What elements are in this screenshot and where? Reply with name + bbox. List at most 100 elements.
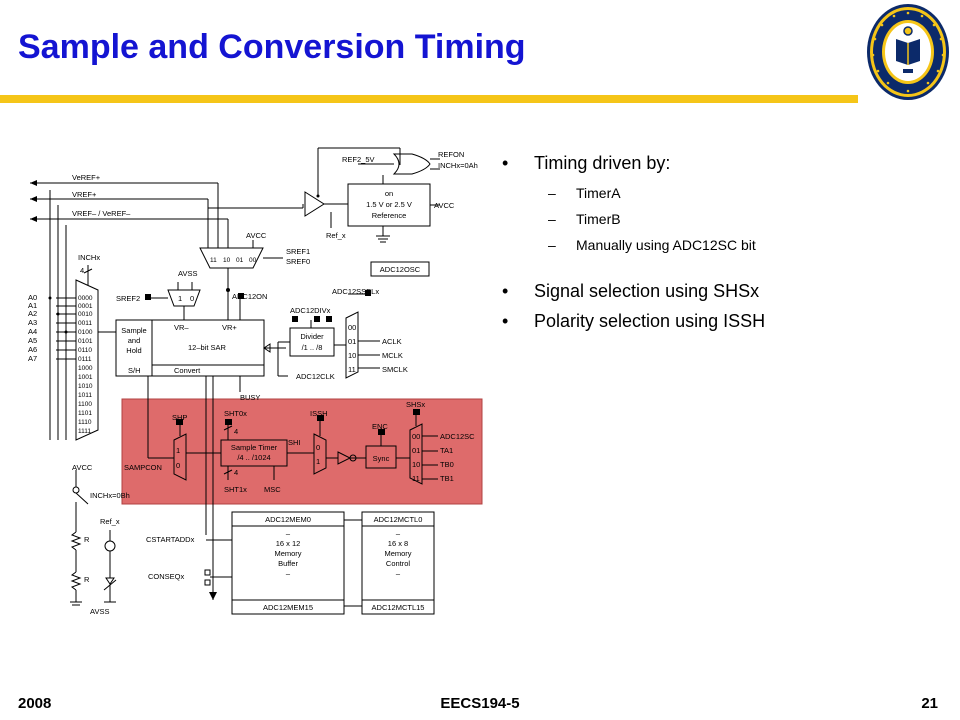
mux-code: 1001 xyxy=(78,374,93,381)
sref2-mux-code: 0 xyxy=(190,294,194,303)
inv-mux-code: 0 xyxy=(316,443,320,452)
sht0x-label: SHT0x xyxy=(224,409,247,418)
convert-label: Convert xyxy=(174,366,201,375)
sar-label: 12–bit SAR xyxy=(188,343,227,352)
bullet-text: Signal selection using SHSx xyxy=(534,281,760,301)
vref-plus-label: VREF+ xyxy=(72,190,97,199)
memory-dash: – xyxy=(286,529,291,538)
mclk-label: MCLK xyxy=(382,351,403,360)
adc12on-label: ADC12ON xyxy=(232,292,267,301)
channel-label: A3 xyxy=(28,318,37,327)
shs-source-label: ADC12SC xyxy=(440,432,475,441)
resistor-label: R xyxy=(84,535,90,544)
channel-label: A0 xyxy=(28,293,37,302)
mux-code: 0100 xyxy=(78,329,93,336)
mux-code: 0001 xyxy=(78,303,93,310)
mux-code: 0111 xyxy=(78,356,92,363)
avcc-label: AVCC xyxy=(72,463,93,472)
sync-label: Sync xyxy=(373,454,390,463)
vr-plus-label: VR+ xyxy=(222,323,237,332)
avss-label: AVSS xyxy=(90,607,109,616)
sub-bullet-item: – Manually using ADC12SC bit xyxy=(502,232,952,258)
channel-label: A1 xyxy=(28,301,37,310)
memory-dash: – xyxy=(396,569,401,578)
channel-label: A2 xyxy=(28,309,37,318)
ref-mux-code: 01 xyxy=(236,257,244,264)
shs-source-label: TB0 xyxy=(440,460,454,469)
busy-label: BUSY xyxy=(240,393,260,402)
vr-minus-label: VR– xyxy=(174,323,189,332)
bus-width-label: 4 xyxy=(234,468,238,477)
sample-hold-label: and xyxy=(128,336,141,345)
ref-mux-code: 00 xyxy=(249,257,257,264)
bullet-text: Polarity selection using ISSH xyxy=(534,311,766,331)
adc12osc-label: ADC12OSC xyxy=(380,265,421,274)
sht1x-label: SHT1x xyxy=(224,485,247,494)
adc12mctl15-label: ADC12MCTL15 xyxy=(372,603,425,612)
issh-label: ISSH xyxy=(310,409,328,418)
msc-label: MSC xyxy=(264,485,281,494)
sub-bullet-item: –TimerB xyxy=(502,206,952,232)
shp-mux-code: 1 xyxy=(176,446,180,455)
sub-bullet-text: TimerA xyxy=(576,185,621,201)
adc12sselx-label: ADC12SSELx xyxy=(332,287,379,296)
memory-buffer-line: Memory xyxy=(274,549,301,558)
adc12mem15-label: ADC12MEM15 xyxy=(263,603,313,612)
bullet-marker: • xyxy=(502,281,509,301)
memory-dash: – xyxy=(286,569,291,578)
channel-label: A6 xyxy=(28,345,37,354)
ref-x-label: Ref_x xyxy=(326,231,346,240)
channel-label: A7 xyxy=(28,354,37,363)
footer-course: EECS194-5 xyxy=(440,695,520,712)
resistor-label: R xyxy=(84,575,90,584)
sref1-label: SREF1 xyxy=(286,247,310,256)
shp-mux-code: 0 xyxy=(176,461,180,470)
mux-code: 1101 xyxy=(78,410,92,417)
mux-code: 0101 xyxy=(78,338,93,345)
sh-label: S/H xyxy=(128,366,141,375)
title-accent-bar xyxy=(0,95,858,103)
sref2-label: SREF2 xyxy=(116,294,140,303)
mux-code: 0110 xyxy=(78,347,92,354)
aclk-label: ACLK xyxy=(382,337,402,346)
smclk-label: SMCLK xyxy=(382,365,408,374)
clock-mux-code: 01 xyxy=(348,337,356,346)
sample-hold-label: Sample xyxy=(121,326,146,335)
mux-code: 1000 xyxy=(78,365,93,372)
slide-title: Sample and Conversion Timing xyxy=(18,28,526,66)
adc12mem0-label: ADC12MEM0 xyxy=(265,515,311,524)
ref-mux-code: 11 xyxy=(210,257,217,264)
ref-mux-code: 10 xyxy=(223,257,231,264)
sub-bullet-marker: – xyxy=(548,211,556,227)
sample-timer-label: Sample Timer xyxy=(231,443,278,452)
sub-bullet-marker: – xyxy=(548,237,556,253)
memory-control-line: 16 x 8 xyxy=(388,539,408,548)
sub-bullet-text: Manually using ADC12SC bit xyxy=(576,237,756,253)
divider-label: /1 .. /8 xyxy=(302,343,323,352)
adc12clk-label: ADC12CLK xyxy=(296,372,335,381)
adc12-block-diagram: VeREF+ VREF+ VREF– / VeREF– REF2_5V REFO… xyxy=(28,147,483,616)
mux-code: 0000 xyxy=(78,295,93,302)
avcc-label: AVCC xyxy=(434,201,455,210)
sampcon-label: SAMPCON xyxy=(124,463,162,472)
clock-mux-code: 11 xyxy=(348,365,356,374)
mux-code: 0010 xyxy=(78,311,93,318)
inchx-0bh-label: INCHx=0Bh xyxy=(90,491,130,500)
bullet-item: •Polarity selection using ISSH xyxy=(502,308,952,338)
sample-hold-label: Hold xyxy=(126,346,141,355)
vref-minus-label: VREF– / VeREF– xyxy=(72,209,131,218)
footer-year: 2008 xyxy=(18,695,52,712)
channel-label: A4 xyxy=(28,327,37,336)
mux-code: 0011 xyxy=(78,320,92,327)
enc-label: ENC xyxy=(372,422,388,431)
shs-mux-code: 10 xyxy=(412,460,420,469)
shs-mux-code: 11 xyxy=(412,474,420,483)
reference-box-line: Reference xyxy=(372,211,407,220)
sub-bullet-item: –TimerA xyxy=(502,180,952,206)
shs-source-label: TB1 xyxy=(440,474,454,483)
cstartaddx-label: CSTARTADDx xyxy=(146,535,195,544)
sample-timer-label: /4 .. /1024 xyxy=(237,453,270,462)
adc12mctl0-label: ADC12MCTL0 xyxy=(374,515,423,524)
bullet-item: • Signal selection using SHSx xyxy=(502,278,952,308)
university-seal-logo xyxy=(867,4,949,100)
